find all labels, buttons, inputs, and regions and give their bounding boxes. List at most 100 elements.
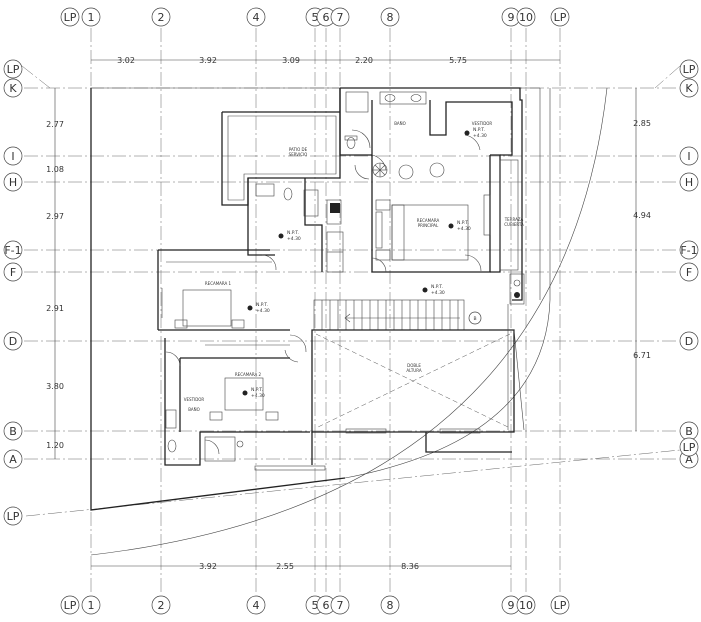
level-label: N.P.T. xyxy=(431,284,443,290)
grid-left-label: A xyxy=(9,453,17,466)
grid-right-label: F-1 xyxy=(680,244,697,257)
dim-left-1: 1.08 xyxy=(46,165,64,174)
grid-bubbles-left: LP K I H F-1 F D B A LP xyxy=(3,59,23,526)
dimension-lines xyxy=(54,59,637,567)
room-doble-altura-line2: ALTURA xyxy=(406,368,421,373)
dim-right-2: 6.71 xyxy=(633,351,651,360)
grid-left-label: LP xyxy=(7,63,20,76)
grid-top-label: LP xyxy=(554,11,567,24)
level-label: N.P.T. xyxy=(256,302,268,308)
room-terraza-line2: CUBIERTA xyxy=(504,222,524,227)
grid-bottom-label: 1 xyxy=(88,599,95,612)
grid-left-label: D xyxy=(9,335,17,348)
grid-bubbles-top: LP 1 2 4 5 6 7 8 9 10 LP xyxy=(60,7,570,27)
dim-left-4: 3.80 xyxy=(46,382,64,391)
level-value: +4.30 xyxy=(256,308,270,314)
grid-top-label: 8 xyxy=(387,11,394,24)
grid-left-label: H xyxy=(9,176,17,189)
level-marker: N.P.T. +4.30 xyxy=(242,387,265,399)
grid-left-label: B xyxy=(9,425,17,438)
grid-bubbles-bottom: LP 1 2 4 5 6 7 8 9 10 LP xyxy=(60,595,570,615)
grid-top-label: 9 xyxy=(508,11,515,24)
dims-right: 2.85 4.94 6.71 xyxy=(633,119,651,360)
room-recamara-principal-line2: PRINCIPAL xyxy=(418,223,439,228)
grid-top-label: 1 xyxy=(88,11,95,24)
level-label: N.P.T. xyxy=(251,387,263,393)
grid-top-label: 6 xyxy=(323,11,330,24)
building-walls xyxy=(157,87,525,471)
stair-marker-label: B xyxy=(473,316,476,322)
room-patio-servicio-line2: SERVICIO xyxy=(289,152,308,157)
dim-bottom-2: 8.36 xyxy=(401,562,419,571)
grid-lines xyxy=(21,28,681,595)
dim-bottom-0: 3.92 xyxy=(199,562,217,571)
room-vestidor-top: VESTIDOR xyxy=(472,121,493,126)
grid-right-label: F xyxy=(686,266,692,279)
level-value: +4.30 xyxy=(251,393,265,399)
grid-right-label: D xyxy=(685,335,693,348)
grid-right-label: H xyxy=(685,176,693,189)
level-value: +4.30 xyxy=(287,236,301,242)
level-marker: N.P.T. +4.30 xyxy=(464,127,487,139)
grid-left-label: K xyxy=(9,82,17,95)
dim-left-3: 2.91 xyxy=(46,304,64,313)
room-bano-top: BAÑO xyxy=(394,121,406,126)
level-label: N.P.T. xyxy=(287,230,299,236)
grid-right-label: LP xyxy=(683,441,696,454)
dim-top-2: 3.09 xyxy=(282,56,300,65)
dim-top-0: 3.02 xyxy=(117,56,135,65)
level-marker: N.P.T. +4.30 xyxy=(422,284,445,296)
room-labels: PATIO DE SERVICIO BAÑO VESTIDOR RECAMARA… xyxy=(184,121,524,412)
dims-top: 3.02 3.92 3.09 2.20 5.75 xyxy=(117,56,467,65)
dim-top-4: 5.75 xyxy=(449,56,467,65)
grid-left-label: F-1 xyxy=(4,244,21,257)
level-value: +4.30 xyxy=(431,290,445,296)
room-vestidor-bottom: VESTIDOR xyxy=(184,397,205,402)
dim-top-3: 2.20 xyxy=(355,56,373,65)
grid-bottom-label: 2 xyxy=(158,599,165,612)
plant-icon xyxy=(372,162,388,178)
stair-marker: B xyxy=(468,311,482,325)
dim-left-0: 2.77 xyxy=(46,120,64,129)
grid-bottom-label: 5 xyxy=(312,599,319,612)
grid-top-label: 4 xyxy=(253,11,260,24)
grid-right-label: LP xyxy=(683,63,696,76)
level-label: N.P.T. xyxy=(457,220,469,226)
dims-bottom: 3.92 2.55 8.36 xyxy=(199,562,419,571)
level-marker: N.P.T. +4.30 xyxy=(247,302,270,314)
dim-left-5: 1.20 xyxy=(46,441,64,450)
grid-left-label: LP xyxy=(7,510,20,523)
level-marker: N.P.T. +4.30 xyxy=(278,230,301,242)
grid-left-label: F xyxy=(10,266,16,279)
grid-bottom-label: 7 xyxy=(337,599,344,612)
grid-right-label: A xyxy=(685,453,693,466)
grid-right-label: K xyxy=(685,82,693,95)
level-marker: N.P.T. +4.30 xyxy=(448,220,471,232)
grid-left-label: I xyxy=(11,150,14,163)
grid-bottom-label: LP xyxy=(64,599,77,612)
lot-boundary xyxy=(90,87,608,556)
dim-right-0: 2.85 xyxy=(633,119,651,128)
dim-top-1: 3.92 xyxy=(199,56,217,65)
grid-top-label: 10 xyxy=(519,11,533,24)
dim-right-1: 4.94 xyxy=(633,211,651,220)
grid-bottom-label: 6 xyxy=(323,599,330,612)
stair-treads xyxy=(321,300,459,330)
dims-left: 2.77 1.08 2.97 2.91 3.80 1.20 xyxy=(46,120,64,450)
grid-bubbles-right: LP K I H F-1 F D B A LP xyxy=(679,59,699,469)
grid-top-label: 5 xyxy=(312,11,319,24)
grid-bottom-label: 8 xyxy=(387,599,394,612)
room-recamara-principal-line1: RECAMARA xyxy=(417,218,440,223)
room-recamara-2: RECAMARA 2 xyxy=(235,372,262,377)
dim-bottom-1: 2.55 xyxy=(276,562,294,571)
room-doble-altura-line1: DOBLE xyxy=(407,363,421,368)
grid-bottom-label: 4 xyxy=(253,599,260,612)
grid-top-label: 2 xyxy=(158,11,165,24)
room-bano-bottom: BAÑO xyxy=(188,407,200,412)
grid-right-label: I xyxy=(687,150,690,163)
level-value: +4.30 xyxy=(457,226,471,232)
grid-top-label: LP xyxy=(64,11,77,24)
grid-bottom-label: LP xyxy=(554,599,567,612)
room-terraza-line1: TERRAZA xyxy=(504,217,524,222)
